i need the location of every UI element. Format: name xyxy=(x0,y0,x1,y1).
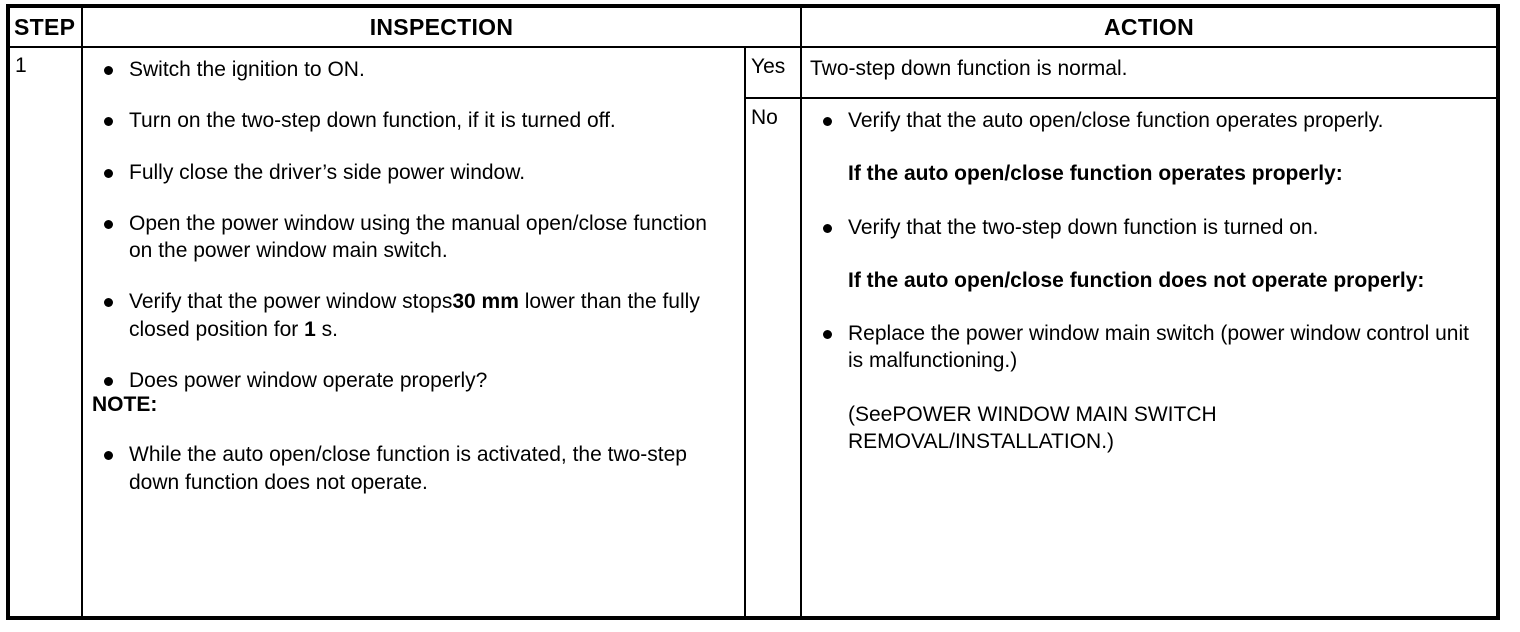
action-yes-text: Two-step down function is normal. xyxy=(810,57,1128,80)
list-item-measurement: Verify that the power window stops30 mm … xyxy=(92,288,734,343)
header-label-action: ACTION xyxy=(1104,13,1194,40)
branch-label-yes: Yes xyxy=(751,55,786,78)
header-label-inspection: INSPECTION xyxy=(369,13,514,40)
cell-action-yes: Two-step down function is normal. xyxy=(802,48,1496,99)
branch-label-no: No xyxy=(751,106,778,129)
table-body-row: 1 Switch the ignition to ON. Turn on the… xyxy=(10,48,1496,616)
cell-inspection-content: Switch the ignition to ON. Turn on the t… xyxy=(83,48,746,616)
measurement-middle: lower than the fully closed position for xyxy=(129,290,700,341)
list-item: Fully close the driver’s side power wind… xyxy=(92,159,734,186)
step-number-value: 1 xyxy=(15,54,27,77)
cell-branch-labels: Yes No xyxy=(746,48,802,616)
cell-action-no: Verify that the auto open/close function… xyxy=(802,99,1496,616)
header-cell-step: STEP xyxy=(10,8,83,46)
list-item: Does power window operate properly? xyxy=(92,367,734,394)
measurement-value: 30 mm xyxy=(452,290,519,314)
header-cell-inspection: INSPECTION xyxy=(83,8,802,46)
list-item: While the auto open/close function is ac… xyxy=(92,441,734,496)
note-label: NOTE: xyxy=(92,393,158,417)
action-no-list: Verify that the auto open/close function… xyxy=(810,107,1482,455)
list-item: Switch the ignition to ON. xyxy=(92,56,734,83)
action-subheading: If the auto open/close function operates… xyxy=(848,162,1343,186)
list-item: Verify that the auto open/close function… xyxy=(810,107,1482,134)
diagnostic-table: STEP INSPECTION ACTION 1 Switch the igni… xyxy=(6,4,1500,620)
note-bullet-list: While the auto open/close function is ac… xyxy=(92,441,734,496)
list-item: Verify that the two-step down function i… xyxy=(810,214,1482,241)
measurement-suffix: s. xyxy=(315,317,338,341)
list-item: Turn on the two-step down function, if i… xyxy=(92,107,734,134)
header-label-step: STEP xyxy=(14,13,76,40)
action-subheading: If the auto open/close function does not… xyxy=(848,268,1425,292)
inspection-bullet-list: Switch the ignition to ON. Turn on the t… xyxy=(92,56,734,394)
cell-step-number: 1 xyxy=(10,48,83,616)
table-header-row: STEP INSPECTION ACTION xyxy=(10,8,1496,48)
branch-label-yes-cell: Yes xyxy=(746,48,800,99)
measurement-time-value: 1 xyxy=(304,317,316,341)
action-reference-note: (SeePOWER WINDOW MAIN SWITCH REMOVAL/INS… xyxy=(848,402,1217,454)
branch-label-no-cell: No xyxy=(746,99,800,616)
header-cell-action: ACTION xyxy=(802,8,1496,46)
list-item: Open the power window using the manual o… xyxy=(92,210,734,265)
measurement-prefix: Verify that the power window stops xyxy=(129,290,453,314)
list-item: Replace the power window main switch (po… xyxy=(810,320,1482,375)
